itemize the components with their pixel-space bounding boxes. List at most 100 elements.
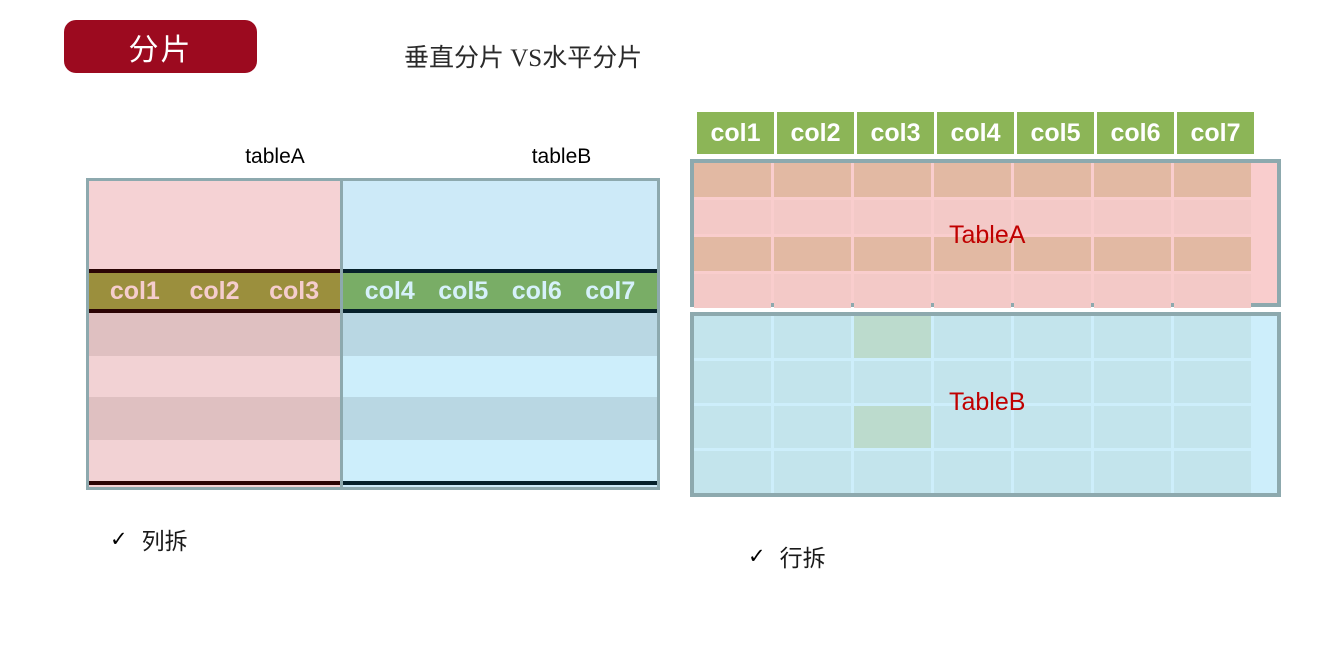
table-cell — [774, 200, 851, 234]
table-cell — [1014, 237, 1091, 271]
column-header-col4: col4 — [937, 112, 1014, 154]
table-cell — [1174, 406, 1251, 448]
table-cell — [774, 274, 851, 308]
vertical-sharding-note: ✓ 列拆 — [110, 522, 188, 556]
table-cell — [934, 406, 1011, 448]
table-cell-highlighted — [854, 406, 931, 448]
table-cell — [1014, 274, 1091, 308]
column-label-col4: col4 — [364, 276, 415, 305]
table-row — [89, 397, 340, 440]
table-cell — [934, 451, 1011, 493]
table-cell — [1094, 237, 1171, 271]
table-cell — [1014, 200, 1091, 234]
horizontal-sharding-note-text: 行拆 — [779, 546, 826, 571]
column-header-col5: col5 — [1017, 112, 1094, 154]
table-row — [343, 356, 657, 397]
table-cell — [1174, 451, 1251, 493]
table-cell — [1094, 451, 1171, 493]
table-cell — [934, 163, 1011, 197]
table-cell-highlighted — [854, 316, 931, 358]
table-cell — [774, 237, 851, 271]
panel-bottom-rule — [343, 481, 657, 485]
table-row — [343, 440, 657, 481]
column-header-col1: col1 — [697, 112, 774, 154]
horizontal-table-a-box: TableA — [690, 159, 1281, 308]
table-cell — [1014, 316, 1091, 358]
table-row — [343, 397, 657, 440]
horizontal-table-b-grid — [694, 316, 1251, 493]
table-cell — [694, 316, 771, 358]
horizontal-sharding-diagram: col1 col2 col3 col4 col5 col6 col7 — [690, 112, 1290, 502]
table-row — [89, 313, 340, 356]
slide-subtitle: 垂直分片 VS水平分片 — [404, 45, 643, 72]
vertical-sharding-note-text: 列拆 — [141, 529, 188, 554]
table-cell — [1014, 163, 1091, 197]
panel-bottom-rule — [89, 481, 340, 485]
column-label-col1: col1 — [109, 276, 160, 305]
vertical-table-a-caption: tableA — [245, 145, 305, 168]
table-cell — [1094, 406, 1171, 448]
table-cell — [694, 200, 771, 234]
table-cell — [694, 451, 771, 493]
table-cell — [1094, 163, 1171, 197]
column-label-col5: col5 — [438, 276, 489, 305]
table-cell — [694, 274, 771, 308]
table-cell — [774, 406, 851, 448]
vertical-sharding-diagram: tableA tableB col1 col2 col3 col4 col5 — [86, 145, 660, 490]
table-cell — [694, 237, 771, 271]
horizontal-column-header-row: col1 col2 col3 col4 col5 col6 col7 — [697, 112, 1254, 154]
table-cell — [854, 200, 931, 234]
table-cell — [1174, 274, 1251, 308]
horizontal-table-a-grid — [694, 163, 1251, 308]
horizontal-sharding-note: ✓ 行拆 — [748, 539, 826, 573]
table-cell — [774, 163, 851, 197]
table-cell — [1174, 237, 1251, 271]
column-label-col3: col3 — [269, 276, 320, 305]
check-icon: ✓ — [748, 543, 766, 568]
table-cell — [774, 316, 851, 358]
table-cell — [694, 163, 771, 197]
check-icon: ✓ — [110, 526, 128, 551]
table-cell — [694, 406, 771, 448]
table-cell — [1094, 274, 1171, 308]
table-cell — [1174, 316, 1251, 358]
table-row — [89, 440, 340, 481]
table-cell — [934, 200, 1011, 234]
table-cell — [934, 237, 1011, 271]
table-cell — [1014, 361, 1091, 403]
table-cell — [854, 163, 931, 197]
horizontal-table-b-box: TableB — [690, 312, 1281, 497]
table-cell — [1094, 316, 1171, 358]
table-cell — [1174, 200, 1251, 234]
table-cell — [934, 361, 1011, 403]
table-row — [343, 313, 657, 356]
column-header-col3: col3 — [857, 112, 934, 154]
column-label-col7: col7 — [585, 276, 636, 305]
table-row — [89, 356, 340, 397]
column-header-col6: col6 — [1097, 112, 1174, 154]
table-cell — [1014, 451, 1091, 493]
vertical-table-b-panel: col4 col5 col6 col7 — [340, 178, 660, 490]
table-cell — [1174, 361, 1251, 403]
table-cell — [854, 237, 931, 271]
table-cell — [1174, 163, 1251, 197]
vertical-table-a-panel: col1 col2 col3 — [86, 178, 343, 490]
vertical-table-b-caption: tableB — [531, 145, 592, 168]
table-cell — [854, 451, 931, 493]
table-cell — [854, 274, 931, 308]
column-header-col7: col7 — [1177, 112, 1254, 154]
table-cell — [934, 274, 1011, 308]
table-cell — [774, 451, 851, 493]
table-cell — [934, 316, 1011, 358]
column-label-col2: col2 — [189, 276, 240, 305]
table-cell — [1094, 200, 1171, 234]
slide-title-text: 分片 — [128, 33, 193, 67]
column-label-col6: col6 — [511, 276, 562, 305]
table-cell — [1094, 361, 1171, 403]
vertical-table-b-column-band: col4 col5 col6 col7 — [343, 269, 657, 313]
column-header-col2: col2 — [777, 112, 854, 154]
table-cell — [774, 361, 851, 403]
slide-title-badge: 分片 — [64, 20, 257, 73]
table-cell — [1014, 406, 1091, 448]
table-cell — [854, 361, 931, 403]
